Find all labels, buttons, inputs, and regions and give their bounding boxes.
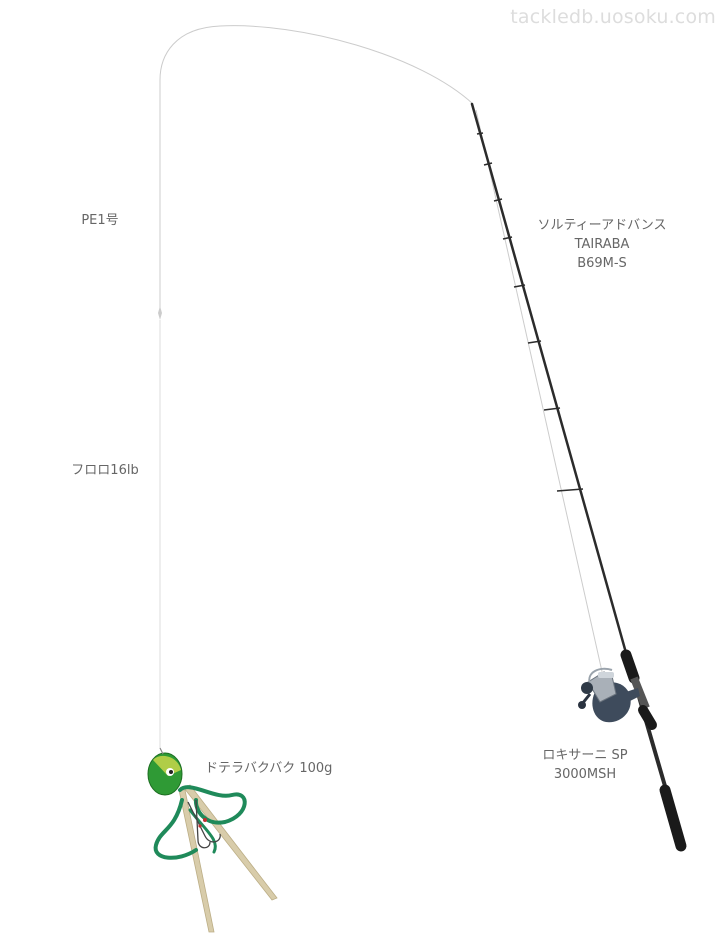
lure-skirt: [153, 798, 198, 860]
rear-grip: [638, 705, 657, 730]
leader-label: フロロ16lb: [71, 463, 139, 478]
main-line-label: PE1号: [81, 213, 119, 228]
rod-model: B69M-S: [577, 256, 627, 271]
fishing-rod-icon: [470, 102, 687, 852]
reel-name: ロキサーニ SP: [542, 748, 628, 763]
lure-hook: [187, 801, 221, 843]
reel-seat: [630, 676, 650, 710]
rod-label: ソルティーアドバンス TAIRABA B69M-S: [506, 216, 698, 273]
rod-blank: [470, 102, 630, 662]
rod-guides: [476, 132, 584, 492]
main-line: [159, 25, 474, 312]
reel-model: 3000MSH: [553, 767, 617, 782]
rod-name: ソルティーアドバンス: [537, 218, 667, 233]
rod-model-line: TAIRABA: [574, 237, 630, 252]
rod-line: [475, 109, 604, 677]
lure-skirt: [178, 785, 247, 825]
lure-hook: [195, 799, 211, 849]
watermark: tackledb.uosoku.com: [510, 6, 716, 28]
knot-icon: [158, 306, 162, 320]
lure-label: ドテラバクバク 100g: [205, 761, 333, 776]
reel-label: ロキサーニ SP 3000MSH: [520, 746, 650, 784]
fore-grip: [620, 649, 640, 684]
butt-grip: [659, 784, 687, 852]
tai-rubber-lure-icon: [147, 747, 278, 933]
spinning-reel-icon: [578, 667, 640, 723]
